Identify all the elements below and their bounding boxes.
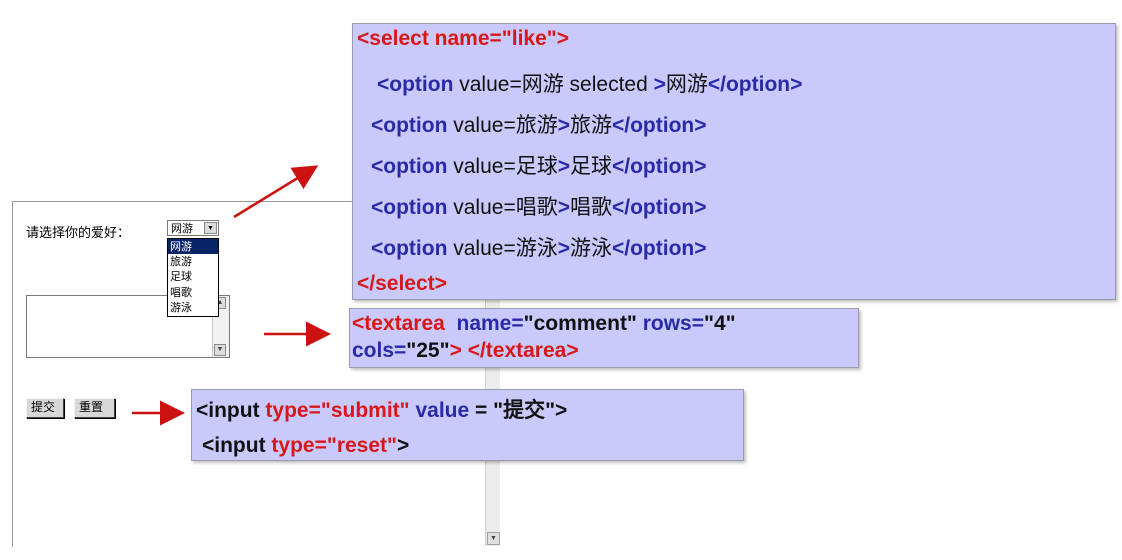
textarea-line-2: cols="25"> </textarea> <box>352 339 579 363</box>
code-text: 网游 <box>665 73 708 96</box>
code-tag-close: </option> <box>707 73 803 96</box>
hobby-select-dropdown[interactable]: 网游 旅游 足球 唱歌 游泳 <box>167 238 219 317</box>
option-line: <option value=唱歌>唱歌</option> <box>371 196 707 219</box>
code-tag: <option <box>371 114 448 137</box>
select-option[interactable]: 足球 <box>170 270 192 284</box>
select-close-line: </select> <box>357 272 447 296</box>
code-tag-close: </textarea> <box>467 339 579 362</box>
reset-button[interactable]: 重置 <box>74 398 115 418</box>
option-line: <option value=旅游>旅游</option> <box>371 114 707 137</box>
code-tag: <input <box>202 434 266 457</box>
hobby-label: 请选择你的爱好： <box>26 226 131 241</box>
code-tag: <select <box>357 27 429 50</box>
textarea-line-1: <textarea name="comment" rows="4" <box>352 312 736 336</box>
code-attr-value: "submit" <box>320 399 410 422</box>
code-attr: value= <box>453 73 522 96</box>
code-attr: cols= <box>352 339 407 362</box>
chevron-down-icon[interactable]: ▼ <box>204 222 217 234</box>
code-attr: type= <box>265 399 321 422</box>
option-line: <option value=网游 selected >网游</option> <box>377 73 803 96</box>
code-equals: = <box>469 399 494 422</box>
code-attr: value= <box>447 237 516 260</box>
code-attr: type= <box>271 434 327 457</box>
code-tag-close: > <box>449 339 462 362</box>
code-tag-close: </option> <box>611 237 707 260</box>
select-option[interactable]: 网游 <box>168 239 218 255</box>
code-text: 唱歌 <box>569 196 612 219</box>
code-attr: value= <box>447 155 516 178</box>
code-attr-value: "25" <box>406 339 450 362</box>
code-tag: <option <box>377 73 454 96</box>
hobby-select[interactable]: 网游 ▼ <box>167 220 219 236</box>
code-tag-close: > <box>556 27 569 50</box>
code-tag: <option <box>371 196 448 219</box>
code-tag-close: > <box>397 434 410 457</box>
code-attr-value: "reset" <box>326 434 397 457</box>
input-code-box: <input type="submit" value = "提交"> <inpu… <box>191 389 744 461</box>
code-attr: value= <box>447 114 516 137</box>
code-attr: value= <box>447 196 516 219</box>
code-attr-value: "提交" <box>493 399 556 422</box>
code-attr: value <box>415 399 470 422</box>
code-text: 足球 <box>569 155 612 178</box>
input-submit-line: <input type="submit" value = "提交"> <box>196 394 567 424</box>
code-attr: rows= <box>636 312 705 335</box>
code-tag: <input <box>196 399 260 422</box>
option-line: <option value=足球>足球</option> <box>371 155 707 178</box>
hobby-select-value: 网游 <box>171 222 193 235</box>
scroll-down-arrow-icon[interactable]: ▼ <box>214 344 226 356</box>
code-attr-value: "4" <box>704 312 736 335</box>
select-option[interactable]: 唱歌 <box>170 285 192 299</box>
code-attr-value: 游泳 <box>515 237 558 260</box>
code-attr-value: 网游 <box>521 73 564 96</box>
select-option[interactable]: 游泳 <box>170 300 192 314</box>
select-open-line: <select name="like"> <box>357 27 569 51</box>
arrow-to-select-code <box>233 165 319 219</box>
textarea-code-box: <textarea name="comment" rows="4" cols="… <box>349 308 859 368</box>
code-attr-value: 唱歌 <box>515 196 558 219</box>
select-code-box: <select name="like"> <option value=网游 se… <box>352 23 1116 300</box>
code-tag-close: </option> <box>611 155 707 178</box>
option-line: <option value=游泳>游泳</option> <box>371 237 707 260</box>
code-tag: <option <box>371 237 448 260</box>
code-tag-close: </option> <box>611 114 707 137</box>
code-selected-attr: selected <box>563 73 654 96</box>
scroll-down-arrow-icon[interactable]: ▼ <box>487 532 500 545</box>
code-text: 游泳 <box>569 237 612 260</box>
code-attr-value: 旅游 <box>515 114 558 137</box>
select-option[interactable]: 旅游 <box>170 255 192 269</box>
code-tag-close: </select> <box>357 272 447 295</box>
code-attr-value: 足球 <box>515 155 558 178</box>
input-reset-line: <input type="reset"> <box>202 434 409 458</box>
code-tag: <option <box>371 155 448 178</box>
code-attr: name= <box>434 27 502 50</box>
code-text: 旅游 <box>569 114 612 137</box>
code-attr: name= <box>456 312 524 335</box>
code-attr-value: "comment" <box>523 312 637 335</box>
submit-button[interactable]: 提交 <box>26 398 64 418</box>
code-tag-close: > <box>555 399 568 422</box>
code-tag: <textarea <box>352 312 445 335</box>
code-tag-close: </option> <box>611 196 707 219</box>
code-attr-value: "like" <box>501 27 557 50</box>
